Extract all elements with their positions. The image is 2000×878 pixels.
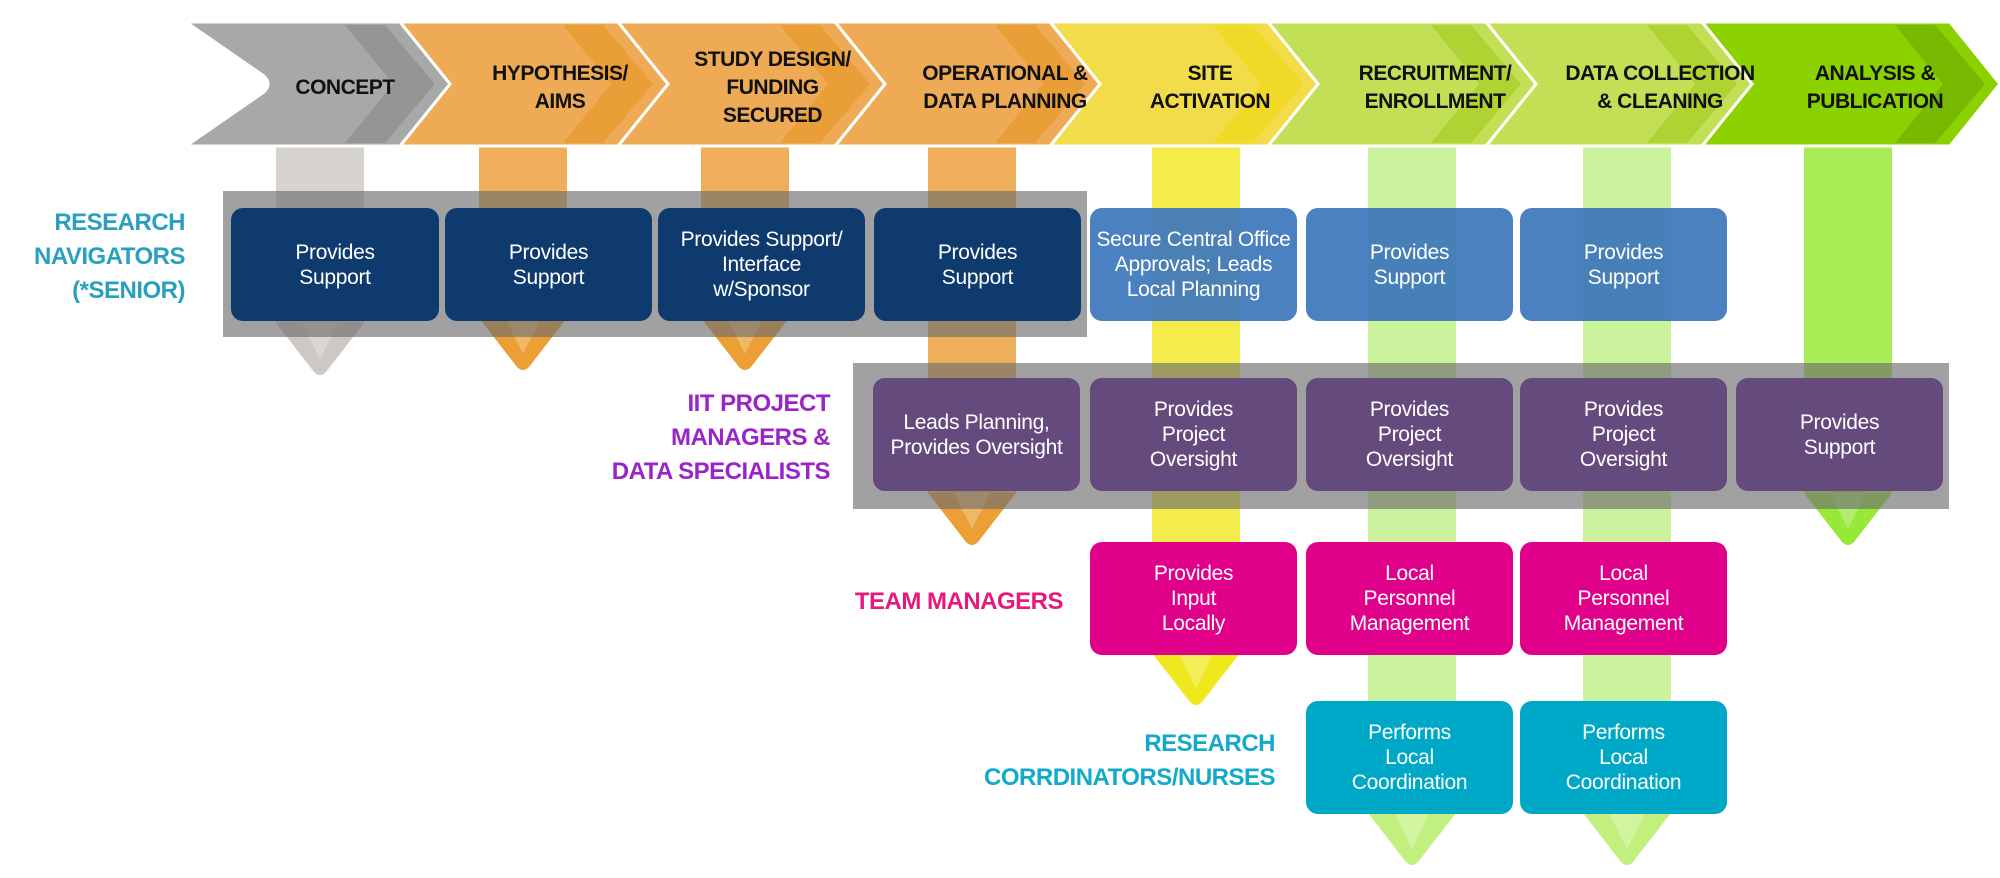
chevron-accent-recruitment [1431,25,1521,143]
team-manager-box-site-activation: Provides Input Locally [1090,542,1297,655]
role-label-research-navigators: RESEARCH NAVIGATORS (*SENIOR) [33,209,186,304]
chevron-accent-operational [995,25,1085,143]
team-manager-box-recruitment: Local Personnel Management [1306,542,1513,655]
navigator-box-hypothesis: Provides Support [445,208,652,321]
chevron-accent-concept [345,25,435,143]
chevron-accent-site-activation [1213,25,1303,143]
stem-site-activation-arrowhead-highlight [1178,653,1214,689]
stem-recruitment-arrowhead [1368,813,1456,865]
stem-data-collection-arrowhead-highlight [1609,813,1645,849]
stem-recruitment-arrowhead-highlight [1394,813,1430,849]
pm-box-recruitment: Provides Project Oversight [1306,378,1513,491]
chevron-accent-analysis [1895,25,1985,143]
pm-box-analysis: Provides Support [1736,378,1943,491]
navigator-box-data-collection: Provides Support [1520,208,1727,321]
stem-data-collection-arrowhead [1583,813,1671,865]
navigator-box-site-activation: Secure Central Office Approvals; Leads L… [1090,208,1297,321]
navigator-box-study-design: Provides Support/ Interface w/Sponsor [658,208,865,321]
role-label-team-managers: TEAM MANAGERS [854,588,1064,615]
chevron-accent-data-collection [1647,25,1737,143]
role-label-research-coordinators: RESEARCH CORRDINATORS/NURSES [984,730,1275,791]
chevron-accent-hypothesis [563,25,653,143]
pm-box-site-activation: Provides Project Oversight [1090,378,1297,491]
navigator-box-operational: Provides Support [874,208,1081,321]
chevron-accent-study-design [780,25,870,143]
team-manager-box-data-collection: Local Personnel Management [1520,542,1727,655]
navigator-box-recruitment: Provides Support [1306,208,1513,321]
pm-box-data-collection: Provides Project Oversight [1520,378,1727,491]
stem-site-activation-arrowhead [1152,653,1240,705]
role-label-project-managers: IIT PROJECT MANAGERS & DATA SPECIALISTS [611,390,831,485]
coordinator-box-data-collection: Performs Local Coordination [1520,701,1727,814]
coordinator-box-recruitment: Performs Local Coordination [1306,701,1513,814]
pm-box-operational: Leads Planning, Provides Oversight [873,378,1080,491]
navigator-box-concept: Provides Support [231,208,439,321]
